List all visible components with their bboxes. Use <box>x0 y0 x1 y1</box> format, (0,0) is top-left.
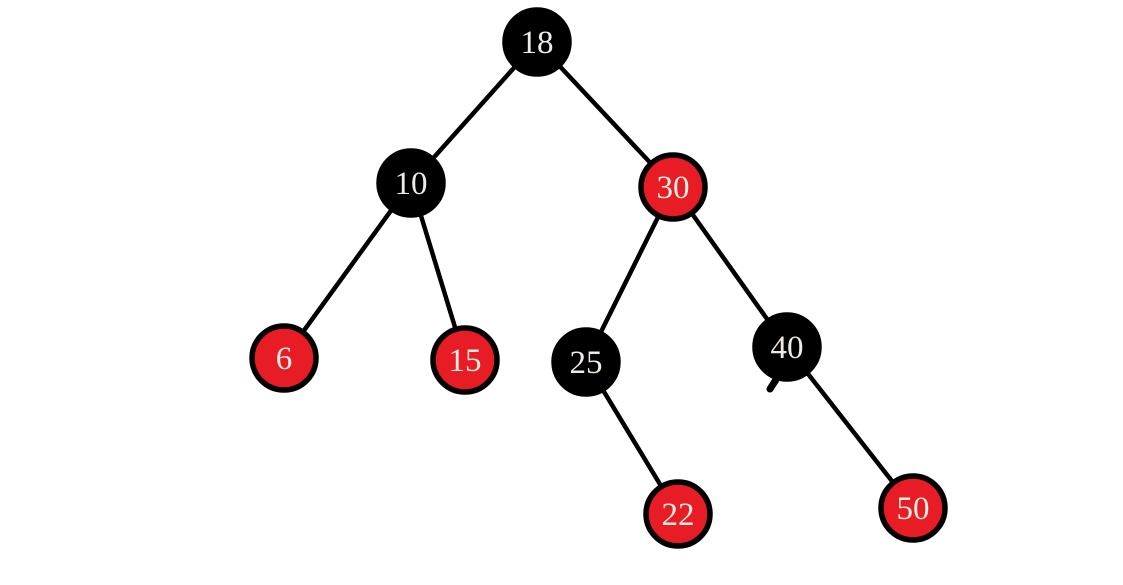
tree-node-18: 18 <box>502 7 572 77</box>
node-circle-6-red <box>249 323 319 393</box>
tree-node-25: 25 <box>551 327 621 397</box>
tree-node-30: 30 <box>638 152 708 222</box>
tree-edge-10-6 <box>281 180 414 361</box>
node-circle-25-black <box>551 327 621 397</box>
tree-node-6: 6 <box>249 323 319 393</box>
node-circle-22-red <box>643 479 713 549</box>
node-circle-30-red <box>638 152 708 222</box>
node-circle-40-black <box>752 312 822 382</box>
node-circle-10-black <box>376 148 446 218</box>
tree-node-22: 22 <box>643 479 713 549</box>
node-circle-15-red <box>430 325 500 395</box>
tree-node-50: 50 <box>878 473 948 543</box>
node-circle-50-red <box>878 473 948 543</box>
tree-node-15: 15 <box>430 325 500 395</box>
tree-node-40: 40 <box>752 312 822 382</box>
tree-node-10: 10 <box>376 148 446 218</box>
node-circle-18-black <box>502 7 572 77</box>
